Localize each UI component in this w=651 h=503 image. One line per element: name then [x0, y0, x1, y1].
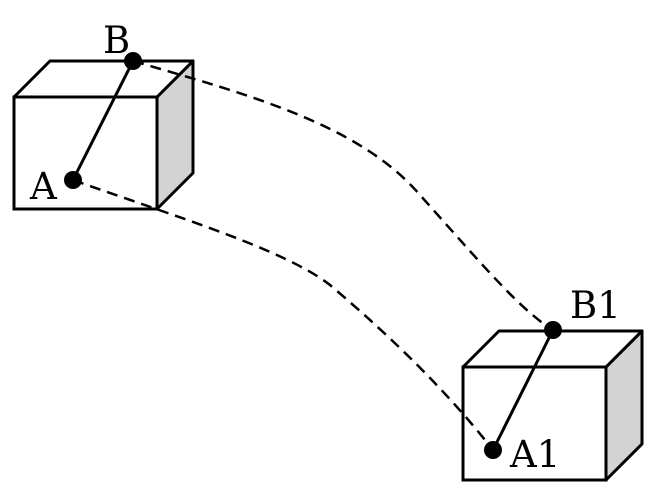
original-box — [12, 59, 195, 211]
point-a — [64, 171, 82, 189]
label-a: A — [29, 165, 58, 208]
point-b — [124, 52, 142, 70]
segment-a1b1 — [491, 329, 555, 451]
segment-ab — [71, 60, 135, 181]
label-b1: B1 — [570, 284, 621, 327]
point-a1 — [484, 441, 502, 459]
label-b: B — [103, 19, 130, 62]
label-a1: A1 — [509, 433, 560, 476]
translated-box-front-face — [461, 365, 608, 482]
path-a-to-a1 — [72, 178, 494, 451]
path-b-to-b1 — [132, 59, 554, 332]
translated-box — [461, 329, 644, 482]
point-b1 — [544, 321, 562, 339]
